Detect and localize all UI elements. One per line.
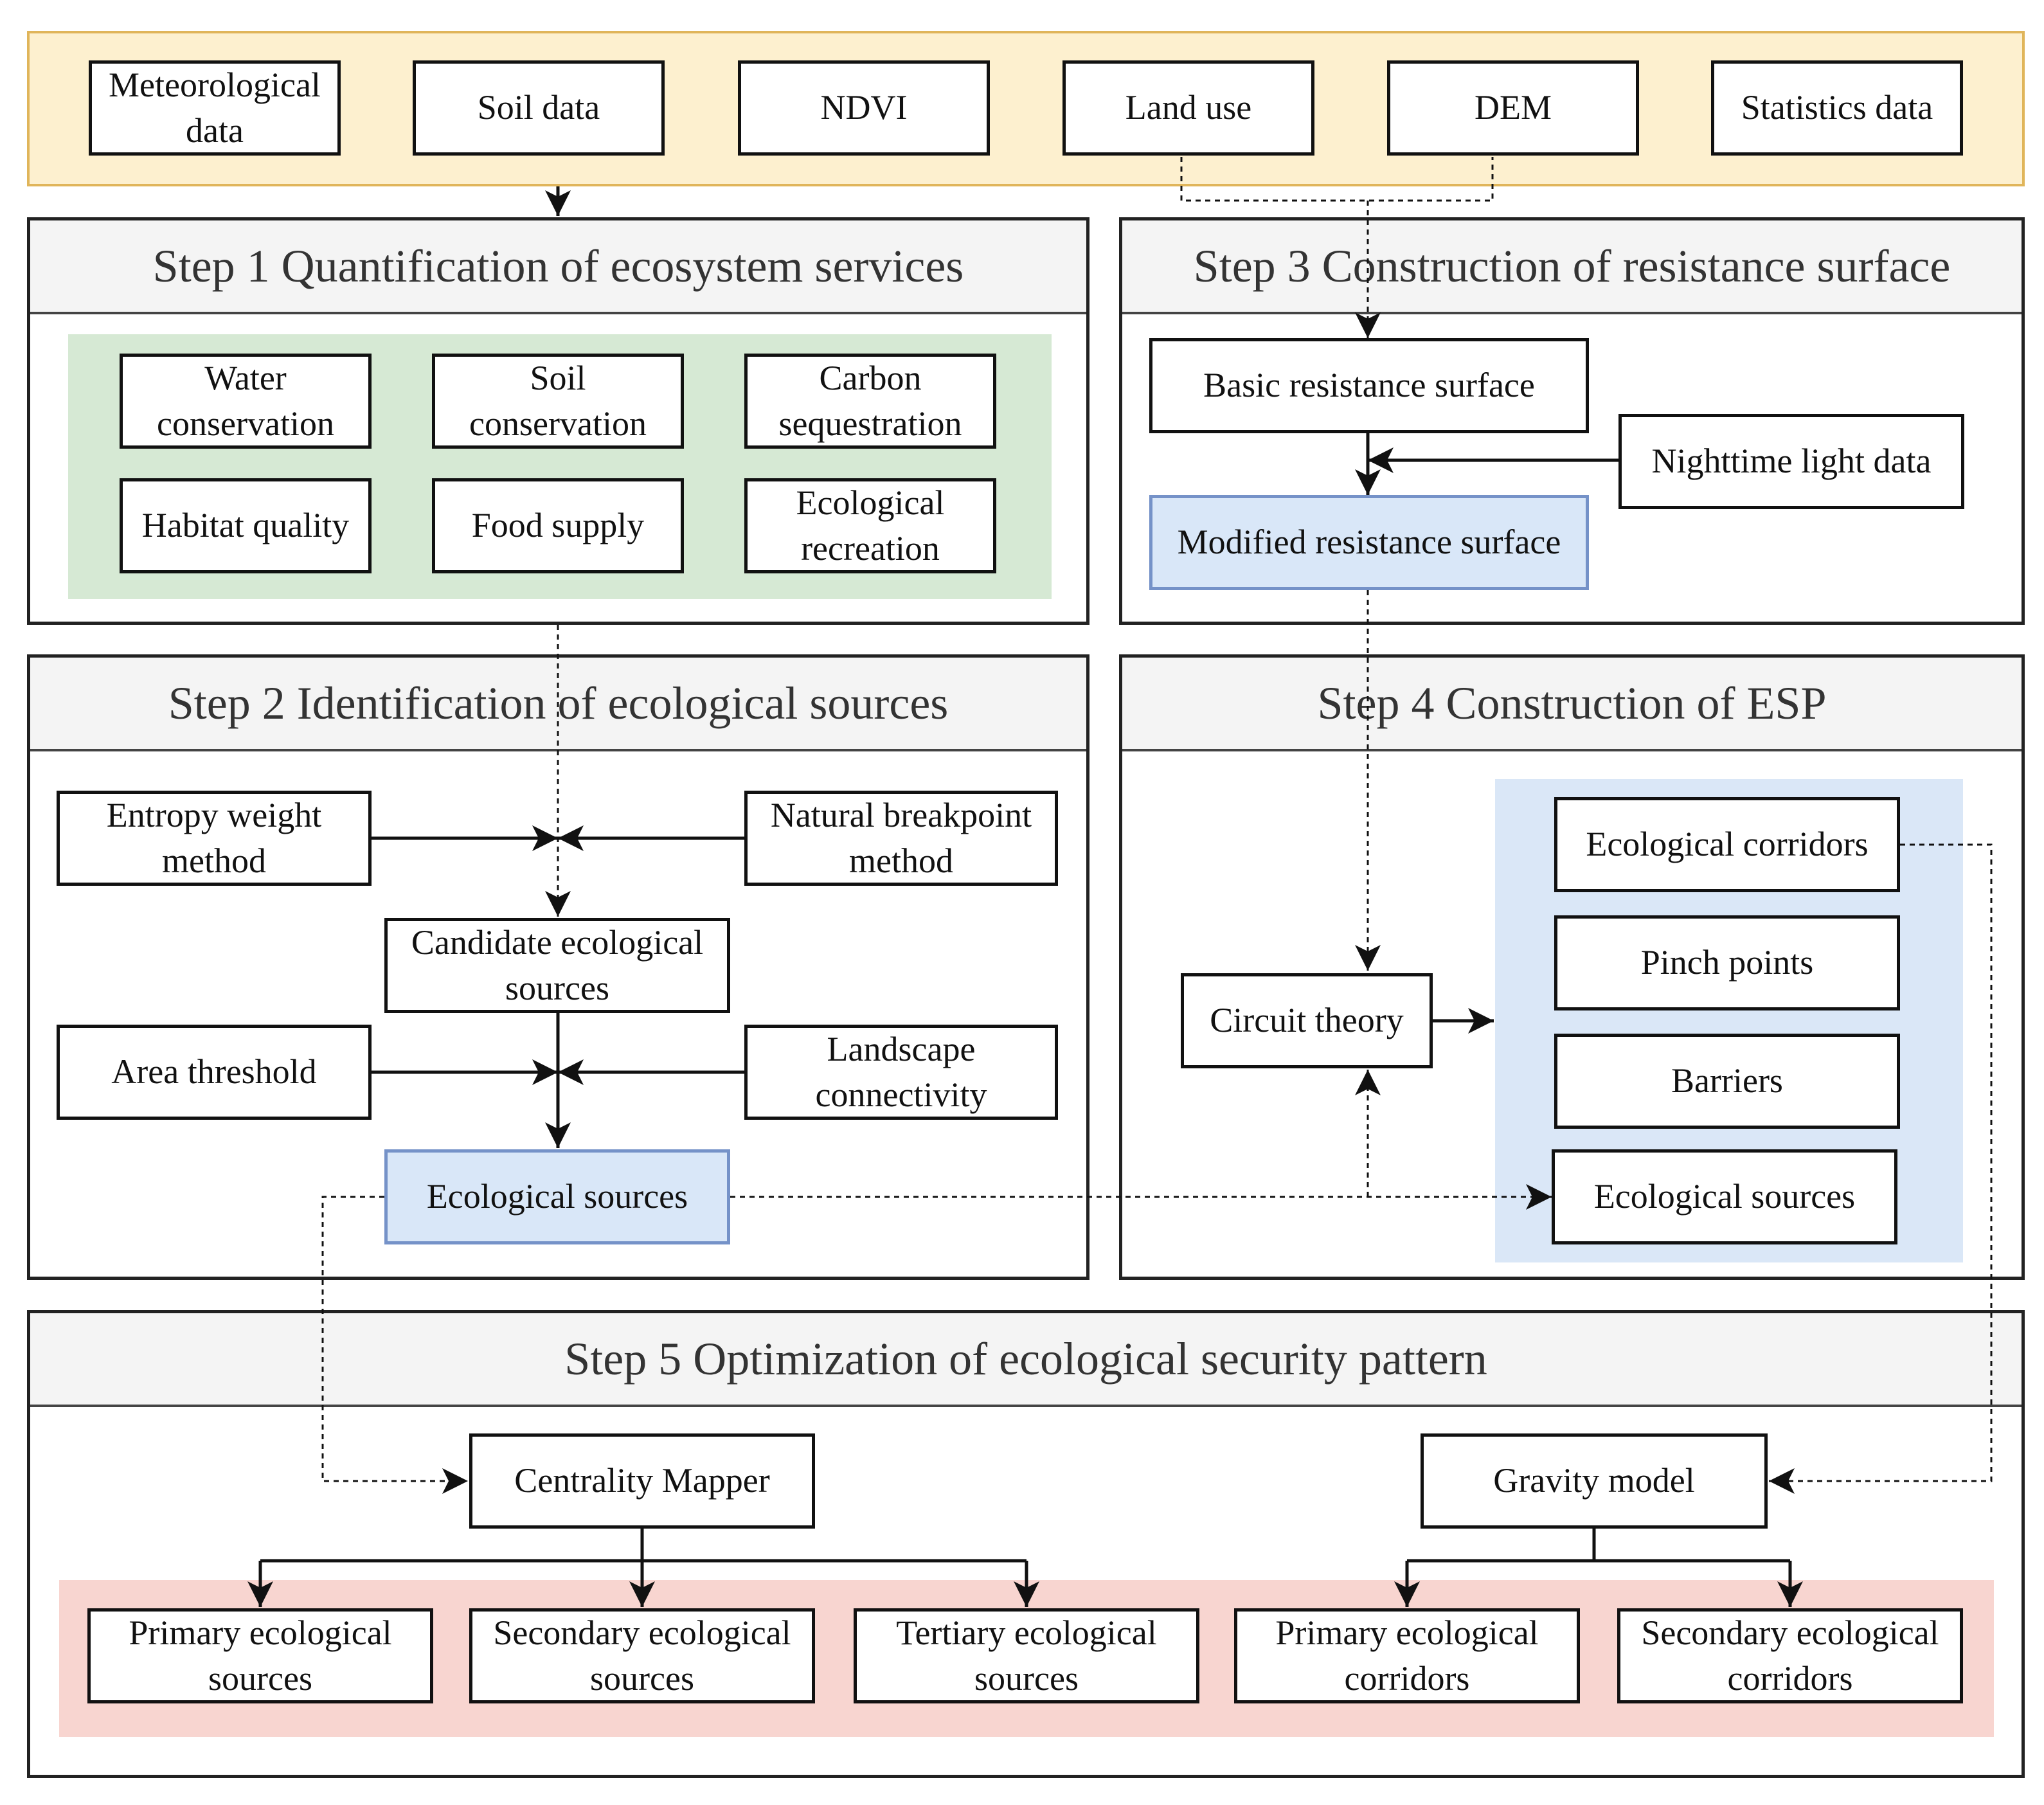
tertiary-ecological-sources-box: Tertiary ecological sources	[854, 1608, 1199, 1703]
primary-ecological-sources-box: Primary ecological sources	[87, 1608, 433, 1703]
step1-panel: Step 1 Quantification of ecosystem servi…	[27, 217, 1089, 625]
soil-data-box: Soil data	[413, 60, 665, 156]
primary-ecological-corridors-box: Primary ecological corridors	[1234, 1608, 1580, 1703]
ecological-corridors-box: Ecological corridors	[1554, 797, 1900, 892]
input-data-band	[27, 31, 2025, 186]
step3-title: Step 3 Construction of resistance surfac…	[1122, 220, 2022, 314]
secondary-ecological-corridors-box: Secondary ecological corridors	[1617, 1608, 1963, 1703]
landuse-dem-to-resistance-connector	[1180, 157, 1494, 202]
sources-to-centrality-connector	[321, 1196, 468, 1494]
step5-panel: Step 5 Optimization of ecological securi…	[27, 1310, 2025, 1778]
barriers-box: Barriers	[1554, 1034, 1900, 1129]
corridors-to-gravity-connector	[1769, 843, 1993, 1494]
landscape-connectivity-box: Landscape connectivity	[744, 1025, 1058, 1120]
step4-ecological-sources-box: Ecological sources	[1552, 1149, 1897, 1244]
habitat-quality-box: Habitat quality	[120, 478, 372, 573]
statistics-data-box: Statistics data	[1711, 60, 1963, 156]
soil-conservation-box: Soil conservation	[432, 354, 684, 449]
ecological-sources-box: Ecological sources	[384, 1149, 730, 1244]
gravity-model-box: Gravity model	[1421, 1433, 1768, 1529]
step3-panel: Step 3 Construction of resistance surfac…	[1119, 217, 2025, 625]
step4-title: Step 4 Construction of ESP	[1122, 658, 2022, 751]
step1-title: Step 1 Quantification of ecosystem servi…	[30, 220, 1086, 314]
step5-title: Step 5 Optimization of ecological securi…	[30, 1313, 2022, 1407]
dem-box: DEM	[1387, 60, 1639, 156]
circuit-theory-box: Circuit theory	[1181, 973, 1433, 1068]
food-supply-box: Food supply	[432, 478, 684, 573]
step4-panel: Step 4 Construction of ESP	[1119, 654, 2025, 1280]
centrality-mapper-box: Centrality Mapper	[469, 1433, 815, 1529]
land-use-box: Land use	[1062, 60, 1314, 156]
ndvi-box: NDVI	[738, 60, 990, 156]
secondary-ecological-sources-box: Secondary ecological sources	[469, 1608, 815, 1703]
pinch-points-box: Pinch points	[1554, 915, 1900, 1010]
nighttime-light-data-box: Nighttime light data	[1618, 414, 1964, 509]
water-conservation-box: Water conservation	[120, 354, 372, 449]
area-threshold-box: Area threshold	[57, 1025, 372, 1120]
candidate-ecological-sources-box: Candidate ecological sources	[384, 918, 730, 1013]
basic-resistance-surface-box: Basic resistance surface	[1149, 338, 1589, 433]
meteorological-data-box: Meteorological data	[89, 60, 341, 156]
carbon-sequestration-box: Carbon sequestration	[744, 354, 996, 449]
modified-resistance-surface-box: Modified resistance surface	[1149, 495, 1589, 590]
natural-breakpoint-method-box: Natural breakpoint method	[744, 791, 1058, 886]
entropy-weight-method-box: Entropy weight method	[57, 791, 372, 886]
ecological-recreation-box: Ecological recreation	[744, 478, 996, 573]
